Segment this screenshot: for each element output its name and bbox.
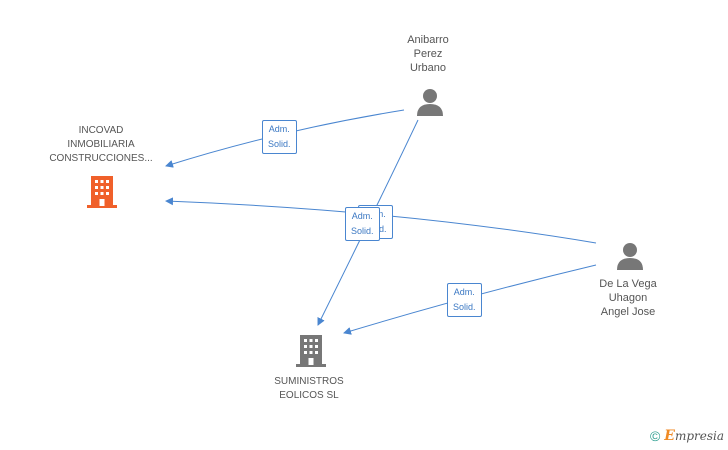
edge-label-delavega-suministros[interactable]: Adm. Solid. bbox=[447, 283, 482, 317]
empresia-logo[interactable]: Empresia bbox=[664, 428, 724, 444]
edge-label-anibarro-incovad[interactable]: Adm. Solid. bbox=[262, 120, 297, 154]
brand-name: mpresia bbox=[674, 429, 724, 443]
building-icon[interactable] bbox=[296, 335, 326, 367]
person-icon[interactable] bbox=[417, 89, 443, 116]
edge-label-anibarro-suministros[interactable]: Adm. Solid. bbox=[345, 207, 380, 241]
footer-brand: © Empresia bbox=[650, 428, 724, 444]
brand-initial: E bbox=[664, 428, 675, 444]
node-label-anibarro[interactable]: Anibarro Perez Urbano bbox=[407, 34, 449, 74]
copyright-icon: © bbox=[649, 428, 661, 444]
node-label-suministros[interactable]: SUMINISTROS EOLICOS SL bbox=[274, 376, 344, 401]
building-icon[interactable] bbox=[87, 176, 117, 208]
person-icon[interactable] bbox=[617, 243, 643, 270]
node-label-incovad[interactable]: INCOVAD INMOBILIARIA CONSTRUCCIONES... bbox=[49, 125, 153, 164]
node-label-delavega[interactable]: De La Vega Uhagon Angel Jose bbox=[599, 278, 657, 318]
